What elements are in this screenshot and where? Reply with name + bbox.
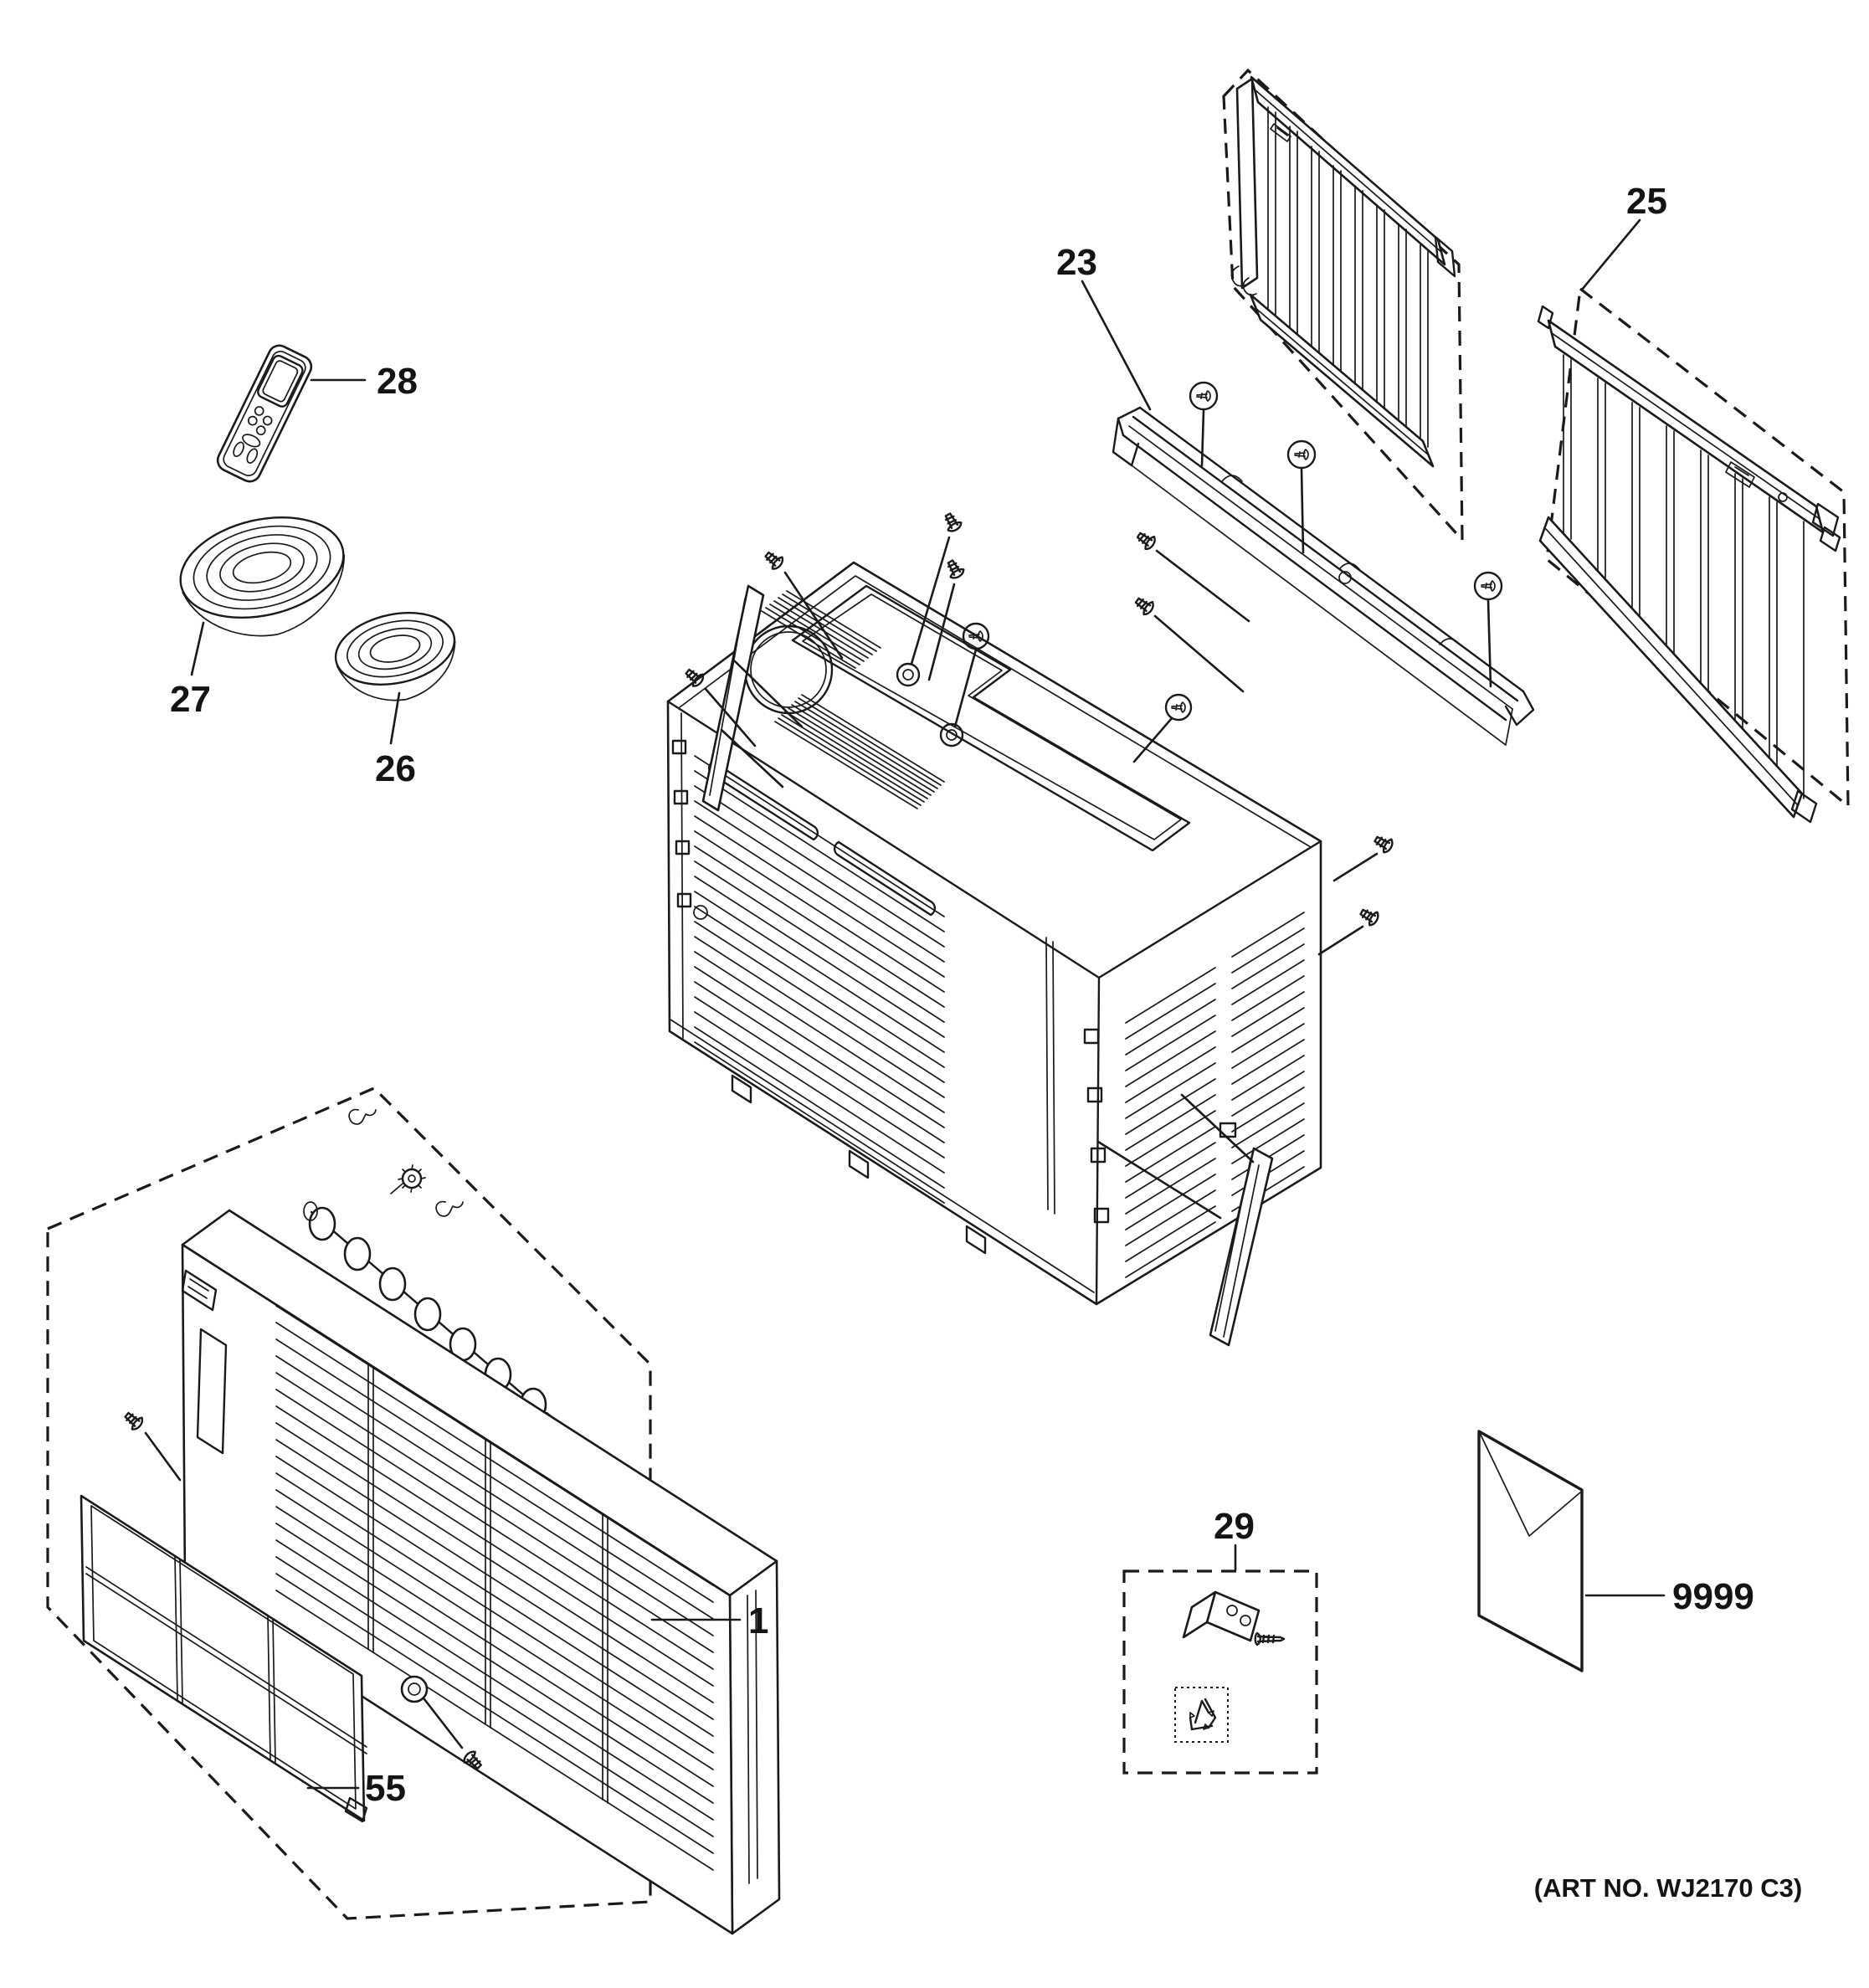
leader-25 — [1580, 218, 1641, 291]
grille-trim-slot — [196, 1328, 228, 1455]
top-mounting-rail — [1112, 406, 1535, 746]
screw-boss-1 — [896, 662, 921, 687]
part-label-9999: 9999 — [1672, 1576, 1754, 1617]
rail-screw-circled-1 — [1189, 381, 1219, 411]
rail-screw-flat-1 — [1136, 532, 1156, 551]
kit-screw — [1254, 1631, 1286, 1646]
front-louver-panel — [694, 755, 945, 1204]
rail-screw-circled-2 — [1286, 439, 1317, 470]
front-grille-assembly — [124, 1108, 781, 1935]
recycle-symbol-box — [1174, 1687, 1229, 1743]
grille-screw — [463, 1750, 482, 1770]
remote-control — [216, 344, 313, 483]
leader-27 — [190, 621, 205, 676]
recycle-icon — [1189, 1698, 1217, 1731]
cabinet-screw-right-1 — [1374, 835, 1394, 854]
rail-screw-circled-3 — [1473, 571, 1503, 601]
art-number: (ART NO. WJ2170 C3) — [1534, 1873, 1802, 1903]
window-curtain-right-panel — [1537, 305, 1841, 824]
curtain-dashed-boundary-right — [1545, 286, 1850, 809]
leader-26 — [389, 691, 401, 745]
spring-clip-2 — [435, 1200, 464, 1217]
part-label-27: 27 — [170, 679, 211, 720]
grille-screw-boss — [400, 1675, 429, 1703]
screw-boss-2 — [939, 722, 964, 747]
rail-screw-flat-2 — [1134, 597, 1154, 616]
top-vent-patch-large — [774, 694, 945, 809]
part-label-55: 55 — [365, 1768, 406, 1809]
foam-seal-large — [179, 516, 346, 637]
grille-louvers — [275, 1305, 714, 1871]
top-vent-patch-small — [761, 590, 881, 669]
seal-strip-left — [701, 584, 804, 812]
cabinet-shell — [666, 561, 1322, 1306]
cabinet-screw-right-2 — [1359, 908, 1379, 927]
leader-23 — [1081, 280, 1152, 411]
curtain-dashed-boundary-left — [1222, 68, 1464, 544]
front-assembly-dashed-boundary — [46, 1086, 652, 1920]
hardware-kit-dashed-box — [1122, 1569, 1318, 1775]
vent-knob — [390, 1164, 426, 1194]
part-label-26: 26 — [375, 748, 416, 789]
part-label-1: 1 — [748, 1600, 768, 1641]
cabinet-screw-left-2 — [685, 668, 705, 687]
spring-clip-1 — [348, 1108, 377, 1125]
part-label-25: 25 — [1626, 181, 1667, 222]
air-filter — [80, 1494, 368, 1823]
mounting-bracket — [1182, 1590, 1261, 1642]
part-label-28: 28 — [377, 361, 418, 402]
callouts: 28 27 26 23 25 1 55 29 9999 — [170, 181, 1754, 1809]
grille-screw-left — [124, 1411, 144, 1431]
cabinet-screw-top-2 — [947, 559, 965, 579]
window-curtain-left-panel — [1230, 75, 1456, 468]
brand-logo-plate — [181, 1269, 218, 1312]
cabinet-screw-left-1 — [764, 551, 784, 570]
remote-display — [257, 354, 304, 408]
cabinet-screw-circled-2 — [1164, 693, 1193, 722]
top-recess — [791, 584, 1191, 852]
literature-envelope — [1477, 1430, 1584, 1672]
foam-seal-small — [334, 611, 456, 701]
part-label-29: 29 — [1214, 1506, 1255, 1547]
part-label-23: 23 — [1056, 242, 1097, 283]
cabinet-screw-top-1 — [944, 512, 963, 532]
hardware-kit-contents — [1174, 1590, 1286, 1743]
side-louver-column-1 — [1125, 967, 1216, 1278]
seal-strip-right — [1096, 1093, 1274, 1347]
